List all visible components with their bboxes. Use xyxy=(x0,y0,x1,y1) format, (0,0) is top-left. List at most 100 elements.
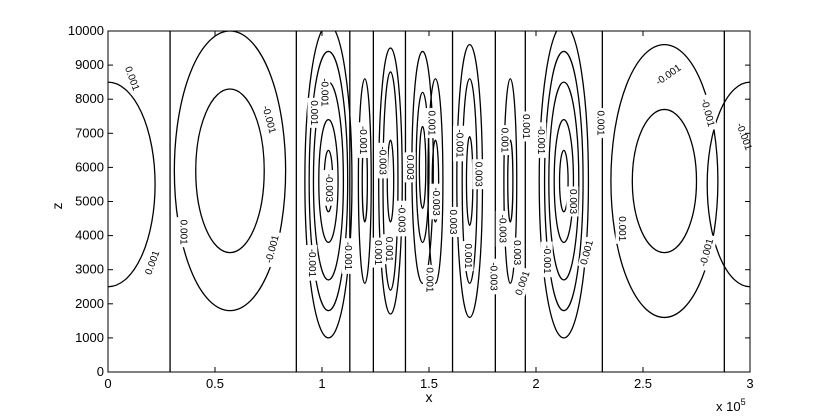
y-tick-label: 1000 xyxy=(75,330,104,345)
contour-label: -0.001 xyxy=(356,122,369,158)
contour-label-text: -0.001 xyxy=(541,245,552,274)
y-tick-label: 10000 xyxy=(68,23,104,38)
closed-contour xyxy=(507,139,514,223)
contour-label-text: -0.003 xyxy=(323,174,334,203)
contour-label-text: -0.003 xyxy=(430,187,441,216)
closed-contour xyxy=(382,71,399,291)
closed-contour xyxy=(108,81,156,288)
x-tick-label: 3 xyxy=(746,376,753,391)
contour-label-background xyxy=(371,237,384,268)
contour-label-background xyxy=(510,237,523,268)
contour-label-text: -0.001 xyxy=(357,126,368,155)
contour-label-background xyxy=(425,108,438,139)
contour-label-background xyxy=(258,100,279,139)
y-tick-label: 0 xyxy=(97,364,104,379)
closed-contour xyxy=(431,139,440,223)
closed-contour xyxy=(543,50,584,312)
contour-label-background xyxy=(395,200,408,237)
closed-contour xyxy=(308,50,349,312)
contour-label-text: 0.001 xyxy=(383,237,394,262)
contour-label-background xyxy=(262,230,284,268)
contour-label: 0.001 xyxy=(371,237,384,268)
closed-contour xyxy=(415,91,430,244)
contour-label: -0.001 xyxy=(341,238,354,274)
contour-label-background xyxy=(403,152,416,183)
closed-contour xyxy=(195,88,265,254)
contour-label-background xyxy=(577,236,598,269)
contour-label: -0.001 xyxy=(452,125,465,162)
y-axis-label: z xyxy=(49,203,65,210)
contour-label-text: 0.001 xyxy=(372,240,383,265)
contour-label: -0.003 xyxy=(495,210,508,247)
contour-label: 0.001 xyxy=(594,108,607,139)
x-tick-label: 0.5 xyxy=(206,376,224,391)
contour-label-text: 0.001 xyxy=(498,128,509,153)
contour-label-text: 0.001 xyxy=(520,114,531,139)
contour-label-background xyxy=(307,97,320,128)
contour-label-background xyxy=(519,111,532,142)
closed-contour xyxy=(538,31,590,339)
contour-label-background xyxy=(615,213,628,244)
contour-label: 0.001 xyxy=(461,241,474,272)
contour-label-background xyxy=(696,94,718,132)
contour-label-background xyxy=(429,183,442,220)
y-tick-label: 5000 xyxy=(75,194,104,209)
contour-label-text: -0.003 xyxy=(488,262,499,291)
closed-contour xyxy=(553,119,575,244)
x-multiplier-base: x 10 xyxy=(716,399,741,414)
contour-label-background xyxy=(512,267,534,300)
contour-label-background xyxy=(472,159,485,190)
contour-label-background xyxy=(176,217,189,248)
contour-label-background xyxy=(566,186,579,217)
contour-label-background xyxy=(497,125,510,156)
contour-label-background xyxy=(534,122,547,158)
contour-label: 0.003 xyxy=(446,206,459,237)
x-tick-label: 2 xyxy=(532,376,539,391)
closed-contour xyxy=(418,125,427,209)
y-tick-label: 9000 xyxy=(75,57,104,72)
contour-label-text: 0.001 xyxy=(616,216,627,241)
contour-label: 0.003 xyxy=(472,159,485,190)
contour-label: -0.003 xyxy=(487,258,500,295)
contour-label-text: 0.001 xyxy=(308,100,319,125)
closed-contour xyxy=(386,139,395,223)
contour-label: -0.001 xyxy=(540,241,553,278)
contour-label-background xyxy=(423,264,435,295)
contour-label-background xyxy=(341,238,354,274)
closed-contour xyxy=(503,78,518,284)
contour-label: -0.001 xyxy=(318,74,331,111)
contour-label-background xyxy=(452,125,465,162)
contour-label-background xyxy=(375,142,388,179)
closed-contour xyxy=(631,108,698,254)
contour-label: -0.003 xyxy=(322,170,335,206)
closed-contour xyxy=(558,149,569,213)
contour-label-background xyxy=(318,74,331,111)
contour-label-text: 0.001 xyxy=(595,111,606,136)
contour-label: 0.001 xyxy=(425,108,438,139)
contour-label-text: 0.001 xyxy=(424,267,435,292)
contour-label-text: 0.003 xyxy=(473,162,484,187)
contour-label: 0.001 xyxy=(307,97,320,128)
contour-label-background xyxy=(731,117,756,156)
closed-contour xyxy=(378,47,403,315)
contour-label-text: -0.001 xyxy=(535,126,546,155)
y-tick-label: 6000 xyxy=(75,159,104,174)
contour-label-text: -0.001 xyxy=(306,249,317,278)
contour-label-text: 0.001 xyxy=(462,244,473,269)
contour-label-background xyxy=(461,241,474,272)
closed-contour xyxy=(357,78,372,284)
contour-label-background xyxy=(446,206,459,237)
contour-label-background xyxy=(487,258,500,295)
x-axis-label: x xyxy=(426,389,433,405)
contour-label: 0.003 xyxy=(510,237,523,268)
contour-label-background xyxy=(120,62,143,95)
contour-label-background xyxy=(495,210,508,247)
contour-label-background xyxy=(650,60,687,91)
x-tick-label: 1.5 xyxy=(420,376,438,391)
y-tick-label: 4000 xyxy=(75,228,104,243)
contour-label: 0.001 xyxy=(423,264,435,295)
contour-label: -0.001 xyxy=(305,245,318,281)
x-multiplier-exponent: 5 xyxy=(741,397,746,407)
